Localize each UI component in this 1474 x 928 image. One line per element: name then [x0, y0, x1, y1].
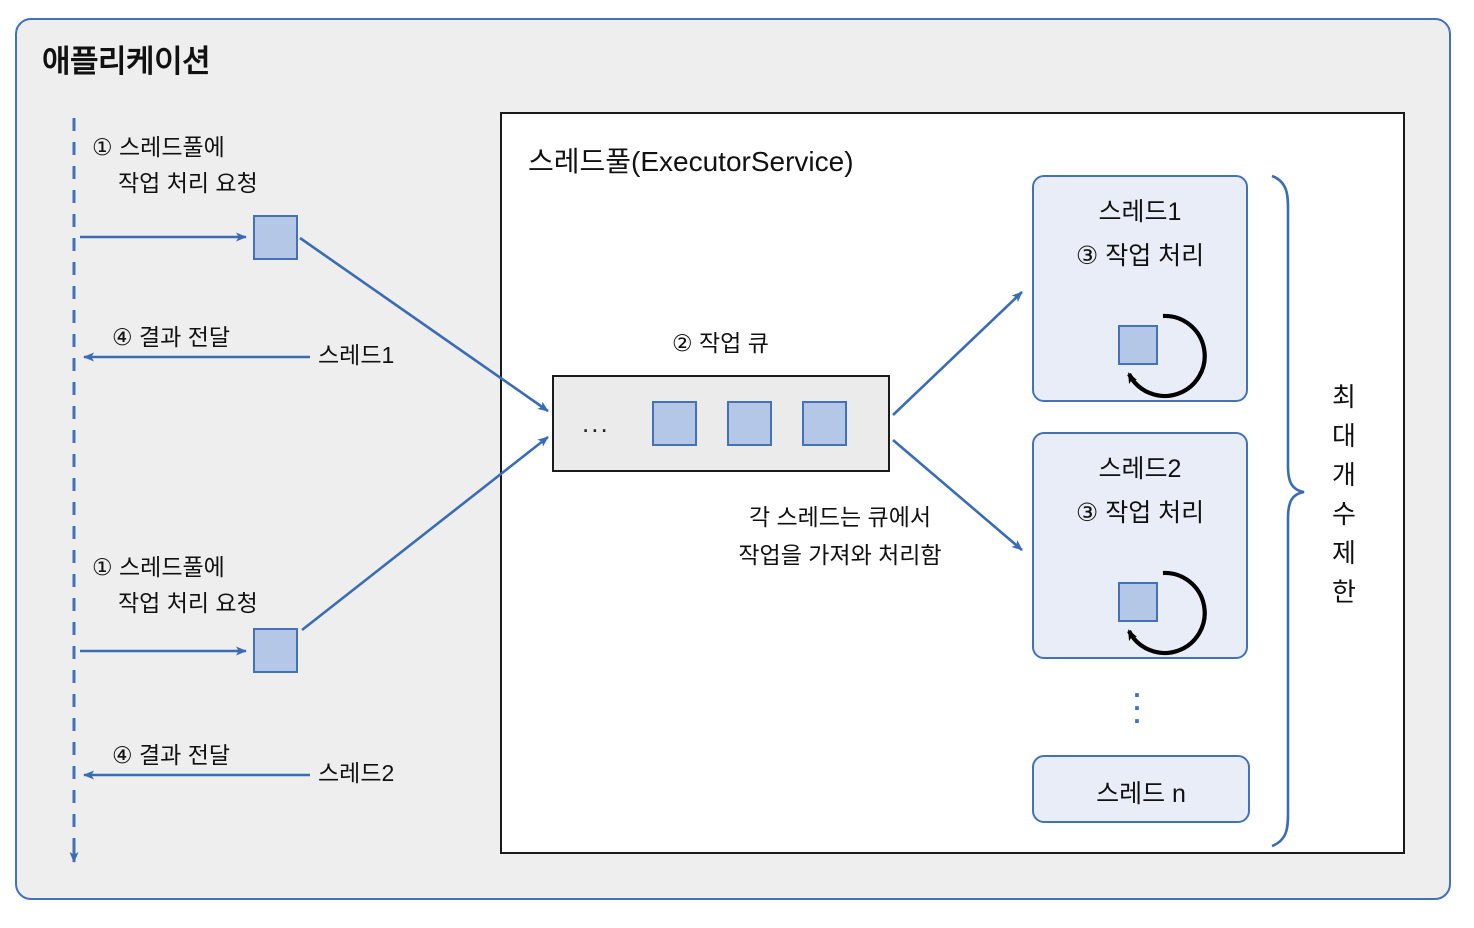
capacity-char-1: 대	[1332, 421, 1356, 451]
flow2-request-line1: ① 스레드풀에	[92, 554, 225, 580]
task-square-2	[253, 628, 298, 673]
capacity-char-5: 한	[1332, 577, 1356, 607]
thread-2-step: ③ 작업 처리	[1075, 499, 1205, 527]
queue-note-line2: 작업을 가져와 처리함	[738, 542, 942, 568]
queued-task-2	[727, 401, 772, 446]
thread-list-ellipsis-icon: . . .	[1132, 675, 1142, 727]
flow2-request-line2: 작업 처리 요청	[118, 590, 258, 616]
flow2-result-source: 스레드2	[318, 760, 395, 786]
thread-2-task-square	[1118, 582, 1158, 622]
queued-task-3	[802, 401, 847, 446]
flow1-request-line2: 작업 처리 요청	[118, 170, 258, 196]
capacity-char-2: 개	[1332, 460, 1356, 490]
thread-pool-container	[500, 112, 1405, 854]
ellipsis-dot-1: .	[1133, 673, 1141, 703]
thread-box-n	[1032, 755, 1250, 823]
capacity-limit-label: 최 대 개 수 제 한	[1324, 378, 1364, 612]
thread-1-task-square	[1118, 325, 1158, 365]
thread-box-1	[1032, 175, 1248, 402]
ellipsis-dot-3: .	[1133, 699, 1141, 729]
capacity-char-3: 수	[1332, 499, 1356, 529]
capacity-char-4: 제	[1332, 538, 1356, 568]
ellipsis-dot-2: .	[1133, 686, 1141, 716]
thread-1-name: 스레드1	[1098, 198, 1182, 226]
queue-ellipsis: ...	[582, 408, 610, 438]
application-title: 애플리케이션	[42, 44, 211, 79]
thread-pool-title: 스레드풀(ExecutorService)	[528, 146, 854, 177]
queue-label: ② 작업 큐	[672, 330, 769, 356]
capacity-char-0: 최	[1332, 382, 1356, 412]
flow1-result-source: 스레드1	[318, 342, 395, 368]
queue-note-line1: 각 스레드는 큐에서	[748, 504, 932, 530]
thread-n-name: 스레드 n	[1096, 780, 1186, 808]
thread-2-name: 스레드2	[1098, 455, 1182, 483]
thread-1-step: ③ 작업 처리	[1075, 242, 1205, 270]
flow2-result-label: ④ 결과 전달	[112, 742, 231, 768]
queued-task-1	[652, 401, 697, 446]
task-square-1	[253, 215, 298, 260]
flow1-result-label: ④ 결과 전달	[112, 324, 231, 350]
flow1-request-line1: ① 스레드풀에	[92, 134, 225, 160]
